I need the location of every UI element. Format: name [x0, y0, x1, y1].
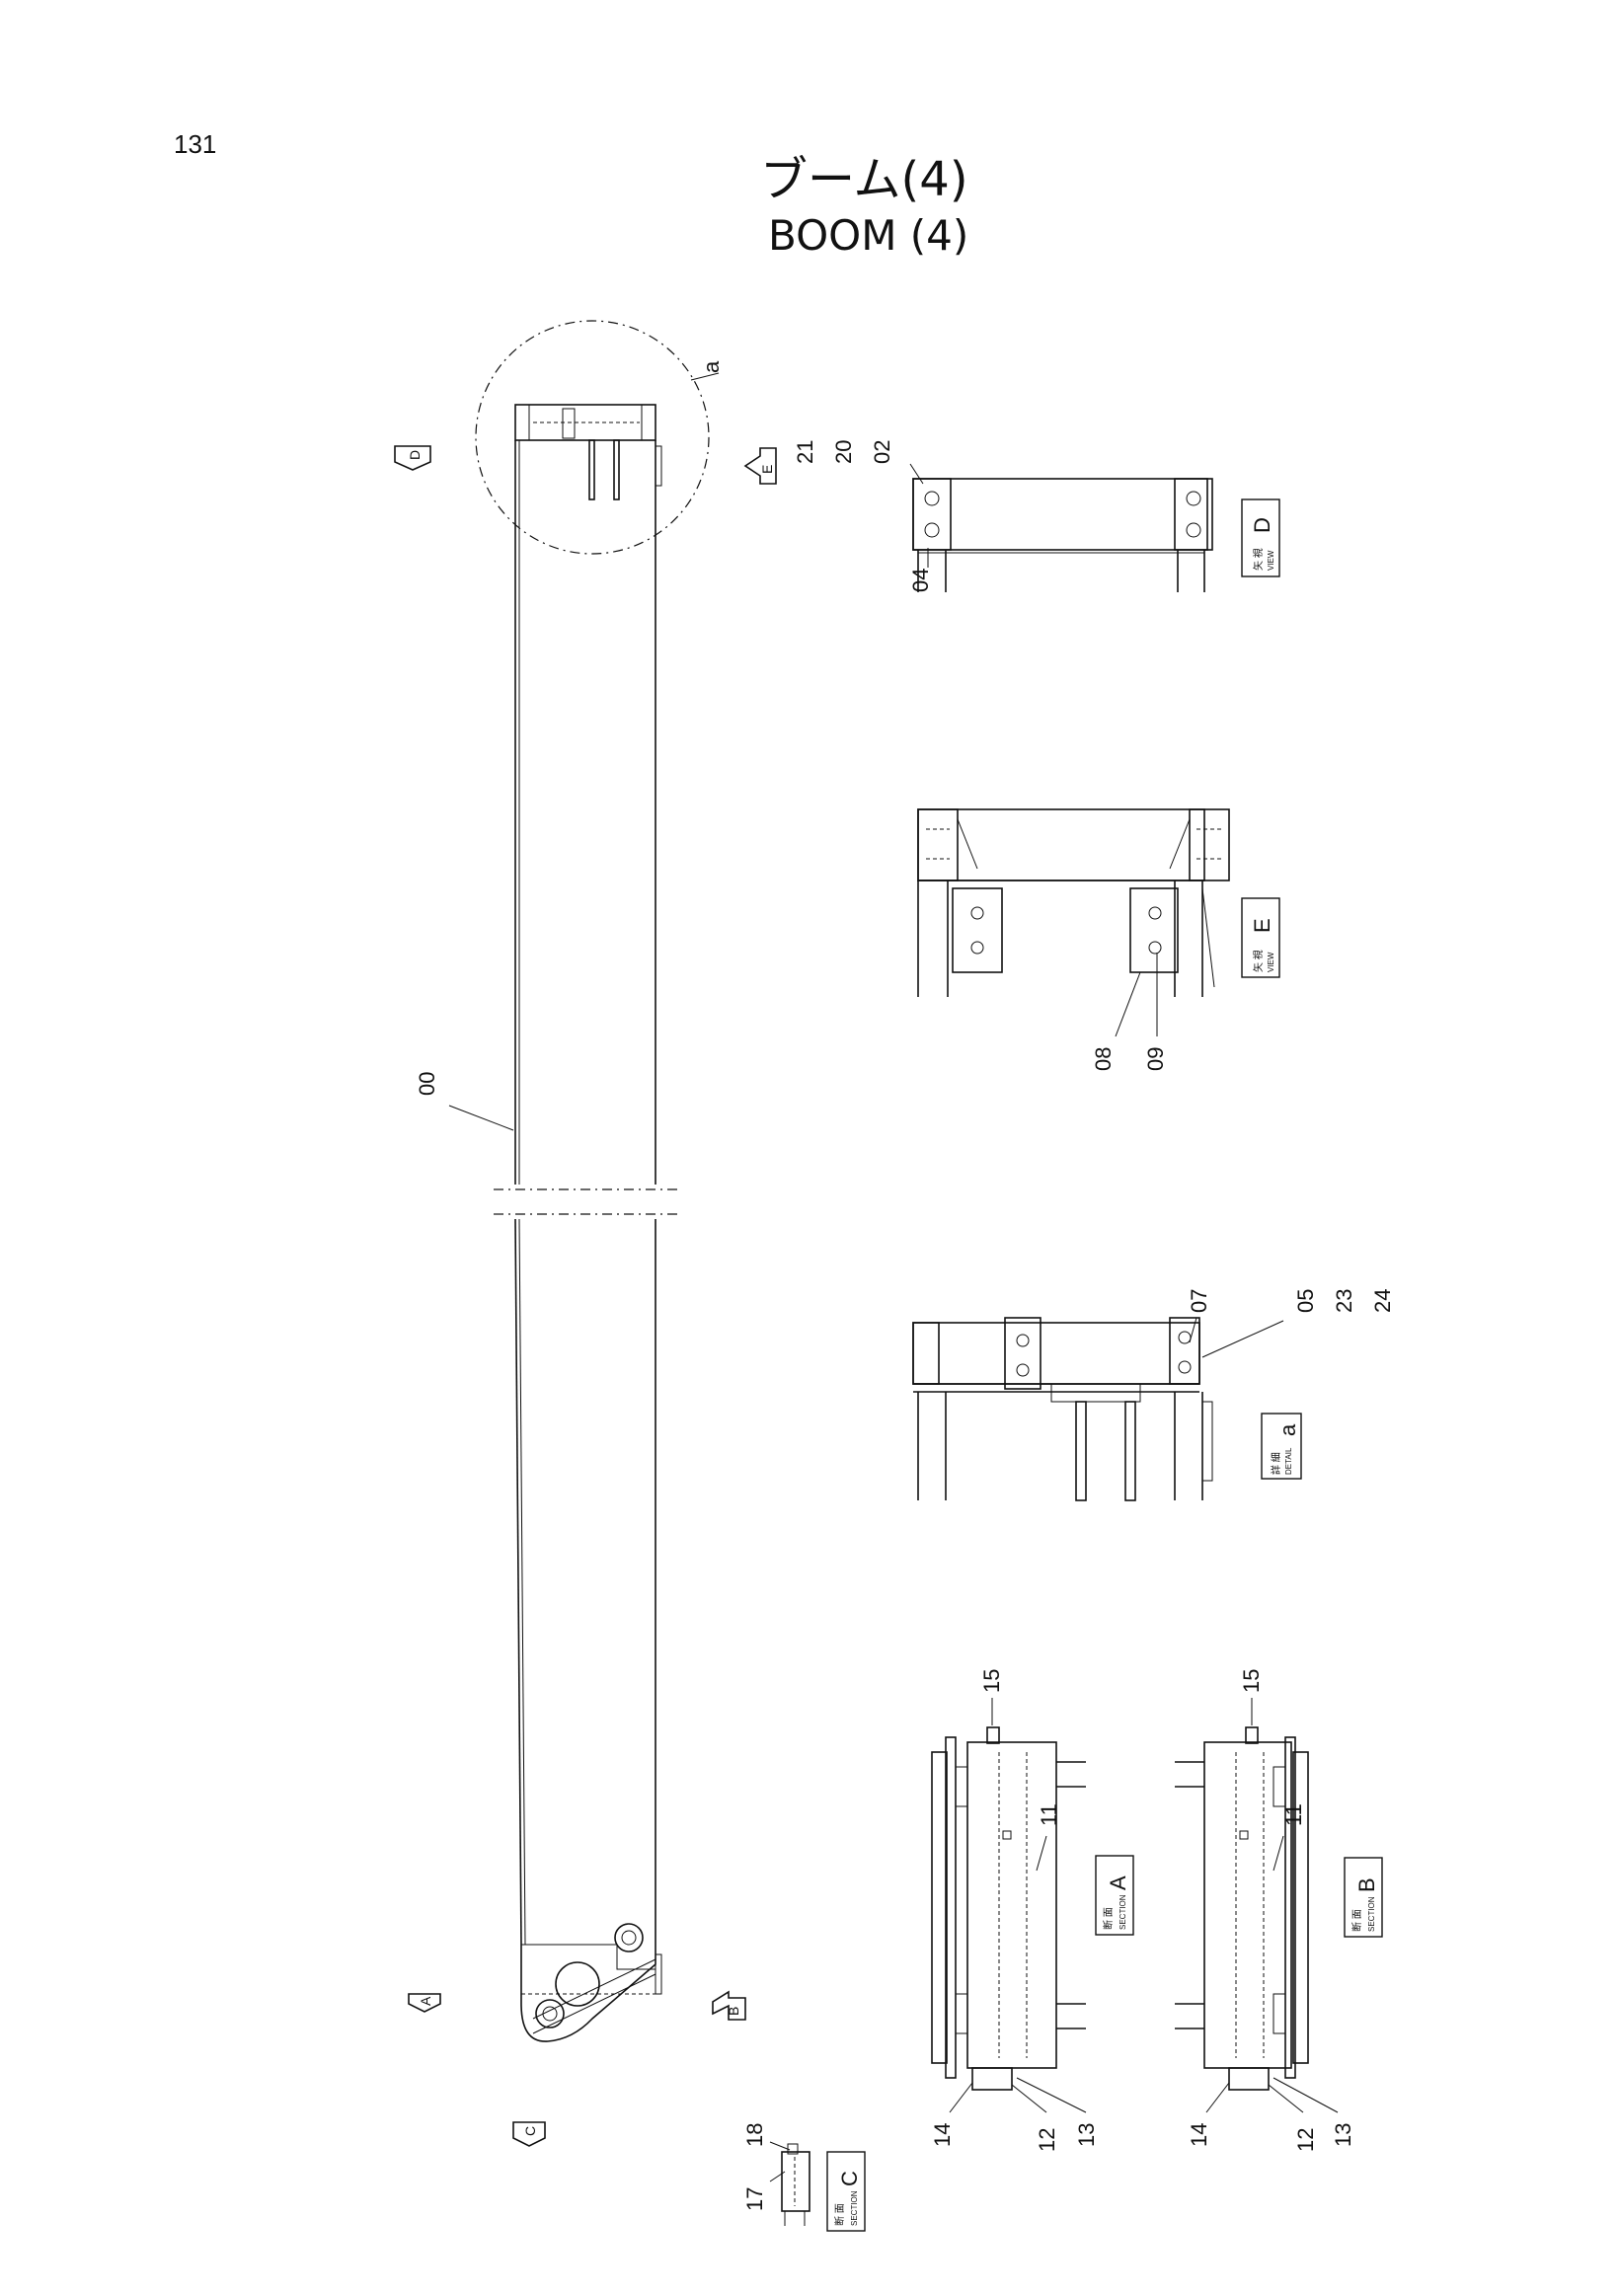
section-c-tag — [826, 2151, 866, 2232]
svg-text:17: 17 — [742, 2187, 767, 2211]
view-d-tag — [1241, 498, 1280, 577]
svg-text:SECTION: SECTION — [1367, 1896, 1376, 1932]
svg-text:A: A — [418, 1996, 433, 2006]
svg-text:矢 視: 矢 視 — [1252, 548, 1265, 571]
svg-text:B: B — [1354, 1877, 1379, 1892]
section-b-tag — [1344, 1857, 1383, 1938]
svg-text:断 面: 断 面 — [1102, 1907, 1115, 1930]
svg-text:C: C — [522, 2126, 538, 2136]
main-part-label: 00 — [415, 1072, 439, 1096]
view-e-tag — [1241, 897, 1280, 978]
detail-a-drawing: 詳 細 DETAIL a 07 05 23 24 — [912, 1289, 1395, 1501]
svg-text:15: 15 — [1239, 1669, 1264, 1693]
view-e-drawing: 矢 視 VIEW E 08 09 — [917, 808, 1280, 1071]
svg-text:12: 12 — [1035, 2128, 1059, 2152]
svg-text:SECTION: SECTION — [850, 2190, 859, 2226]
page-number: 131 — [174, 129, 216, 159]
svg-text:11: 11 — [1037, 1803, 1061, 1826]
svg-text:a: a — [1275, 1423, 1300, 1436]
title-english: BOOM (4) — [768, 211, 968, 260]
svg-text:DETAIL: DETAIL — [1284, 1447, 1293, 1475]
svg-text:04: 04 — [908, 569, 933, 592]
detail-a-tag — [1261, 1413, 1302, 1480]
svg-text:15: 15 — [979, 1669, 1004, 1693]
svg-text:VIEW: VIEW — [1267, 952, 1275, 972]
svg-text:矢 視: 矢 視 — [1252, 950, 1265, 972]
svg-text:20: 20 — [831, 440, 856, 464]
svg-text:B: B — [726, 2007, 741, 2016]
section-a-drawing: 断 面 SECTION A 15 11 14 12 13 — [930, 1669, 1134, 2152]
svg-text:24: 24 — [1370, 1289, 1395, 1313]
svg-text:E: E — [759, 465, 775, 474]
svg-text:11: 11 — [1281, 1803, 1306, 1826]
svg-text:A: A — [1106, 1875, 1130, 1890]
section-b-drawing: 断 面 SECTION B 15 11 14 12 13 — [1175, 1669, 1383, 2152]
view-arrow-B: B — [712, 1990, 746, 2021]
svg-text:D: D — [1250, 517, 1274, 533]
view-arrow-A: A — [408, 1993, 441, 2013]
svg-text:08: 08 — [1091, 1047, 1116, 1071]
svg-text:13: 13 — [1331, 2123, 1355, 2147]
svg-text:14: 14 — [1187, 2123, 1211, 2147]
svg-text:D: D — [407, 450, 423, 460]
svg-text:18: 18 — [742, 2123, 767, 2147]
svg-text:C: C — [837, 2171, 862, 2186]
svg-text:SECTION: SECTION — [1119, 1894, 1127, 1930]
boom-main-drawing: a 00 — [415, 320, 724, 2042]
detail-circle-label: a — [699, 360, 724, 373]
view-arrow-C: C — [512, 2121, 546, 2147]
view-arrow-E: E — [743, 447, 777, 485]
svg-text:詳 細: 詳 細 — [1270, 1452, 1282, 1475]
svg-text:02: 02 — [870, 440, 894, 464]
svg-text:E: E — [1250, 918, 1274, 933]
detail-circle-a — [475, 320, 710, 555]
svg-text:断 面: 断 面 — [833, 2203, 846, 2226]
svg-text:07: 07 — [1187, 1289, 1211, 1313]
title-japanese: ブーム(4) — [760, 152, 968, 207]
svg-text:09: 09 — [1143, 1047, 1168, 1071]
section-a-tag — [1095, 1855, 1134, 1936]
view-d-drawing: 矢 視 VIEW D 21 20 02 04 — [793, 440, 1280, 592]
svg-text:23: 23 — [1332, 1289, 1356, 1313]
svg-text:14: 14 — [930, 2123, 955, 2147]
svg-text:12: 12 — [1293, 2128, 1318, 2152]
svg-text:断 面: 断 面 — [1350, 1909, 1363, 1932]
svg-text:13: 13 — [1074, 2123, 1099, 2147]
view-arrow-D: D — [394, 445, 431, 471]
section-c-drawing: 断 面 SECTION C 18 17 — [742, 2123, 866, 2232]
svg-text:05: 05 — [1293, 1289, 1318, 1313]
svg-text:VIEW: VIEW — [1267, 550, 1275, 571]
svg-text:21: 21 — [793, 440, 817, 464]
